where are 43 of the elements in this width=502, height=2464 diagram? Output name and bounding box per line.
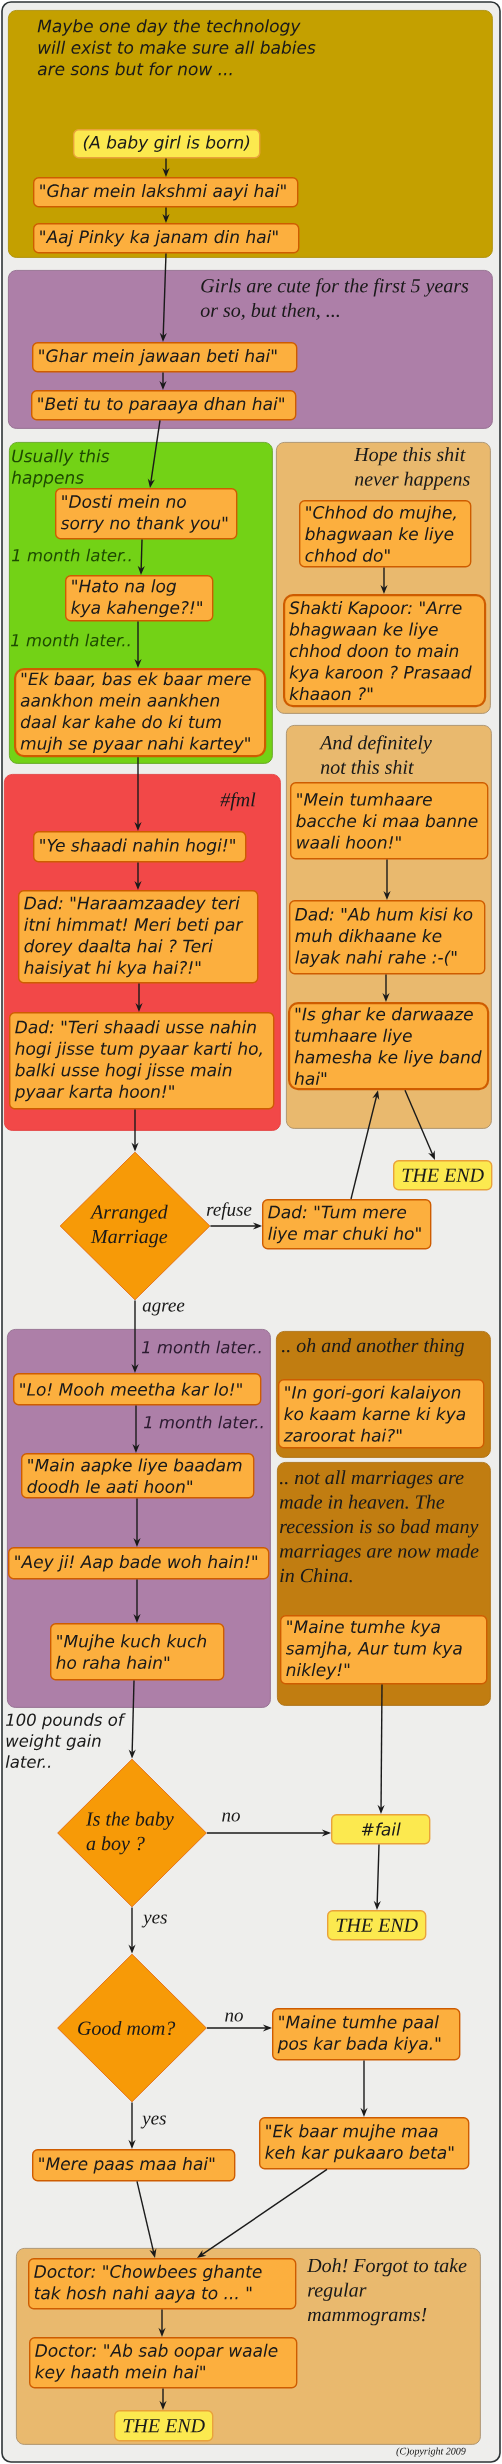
process-box: "Maine tumhe kya samjha, Aur tum kya nikley!" (280, 1615, 488, 1685)
process-box: "Is ghar ke darwaaze tumhaare liye hamesha ke liye band hai" (288, 1002, 490, 1091)
process-box: "Ghar mein lakshmi aayi hai" (33, 177, 299, 208)
process-box: "Dosti mein no sorry no thank you" (55, 488, 238, 540)
process-box: Dad: "Haraamzaadey teri itni himmat! Meri beti par dorey daalta hai ? Teri haisiyat hi kya hai?!" (18, 890, 259, 984)
annotation: 1 month later.. (142, 1340, 261, 1354)
process-box: Doctor: "Chowbees ghante tak hosh nahi aaya to ... " (28, 2258, 297, 2310)
edge-label: no (225, 2012, 243, 2022)
terminal-box: (A baby girl is born) (73, 129, 261, 159)
process-box: Dad: "Ab hum kisi ko muh dikhaane ke layak nahi rahe :-(" (289, 900, 486, 975)
process-box: "Ye shaadi nahin hogi!" (33, 831, 247, 863)
arrow (197, 2168, 328, 2258)
process-box: "Main aapke liye baadam doodh le aati hoon" (21, 1453, 255, 1499)
terminal-box: THE END (393, 1160, 493, 1191)
terminal-box: THE END (114, 2410, 214, 2442)
process-box: "Chhod do mujhe, bhagwaan ke liye chhod do" (299, 500, 472, 568)
process-box: Dad: "Tum mere liye mar chuki ho" (262, 1199, 432, 1250)
process-box: "Ek baar, bas ek baar mere aankhon mein aankhen daal kar kahe do ki tum mujh se pyaar nahi kartey" (14, 668, 267, 758)
process-box: "Mere paas maa hai" (32, 2149, 236, 2182)
process-box: "Ek baar mujhe maa keh kar pukaaro beta" (259, 2117, 470, 2170)
edge-label: no (222, 1812, 240, 1822)
process-box: "Beti tu to paraaya dhan hai" (31, 390, 297, 421)
edge-label: agree (142, 1302, 185, 1316)
process-box: Doctor: "Ab sab oopar waale key haath mein hai" (29, 2337, 298, 2389)
process-box: Dad: "Teri shaadi usse nahin hogi jisse tum pyaar karti ho, balki usse hogi jisse main pyaar karta hoon!" (9, 1012, 275, 1110)
process-box: "Aey ji! Aap bade woh hain!" (8, 1547, 270, 1580)
process-box: "Mujhe kuch kuch ho raha hain" (50, 1623, 225, 1681)
terminal-box: THE END (327, 1910, 427, 1941)
copyright-text: (C)opyright 2009 (396, 2447, 466, 2457)
process-box: "In gori-gori kalaiyon ko kaam karne ki kya zaroorat hai?" (278, 1379, 485, 1449)
process-box: "Hato na log kya kahenge?!" (65, 575, 214, 622)
process-box: "Lo! Mooh meetha kar lo!" (13, 1373, 262, 1406)
edge-label: 1 month later.. (144, 1415, 263, 1429)
process-box: "Ghar mein jawaan beti hai" (32, 342, 298, 373)
process-box: "Maine tumhe paal pos kar bada kiya." (272, 2008, 461, 2061)
edge-label: 1 month later.. (12, 548, 131, 562)
process-box: "Aaj Pinky ka janam din hai" (33, 223, 300, 254)
edge-label: 1 month later.. (11, 633, 130, 647)
edge-label: yes (140, 2115, 166, 2129)
terminal-box: #fail (331, 1814, 431, 1845)
process-box: Shakti Kapoor: "Arre bhagwaan ke liye chhod doon to main kya karoon ? Prasaad khaaon ?" (283, 594, 487, 708)
edge-label: yes (141, 1914, 167, 1928)
process-box: "Mein tumhaare bacche ki maa banne waali hoon!" (290, 782, 489, 860)
